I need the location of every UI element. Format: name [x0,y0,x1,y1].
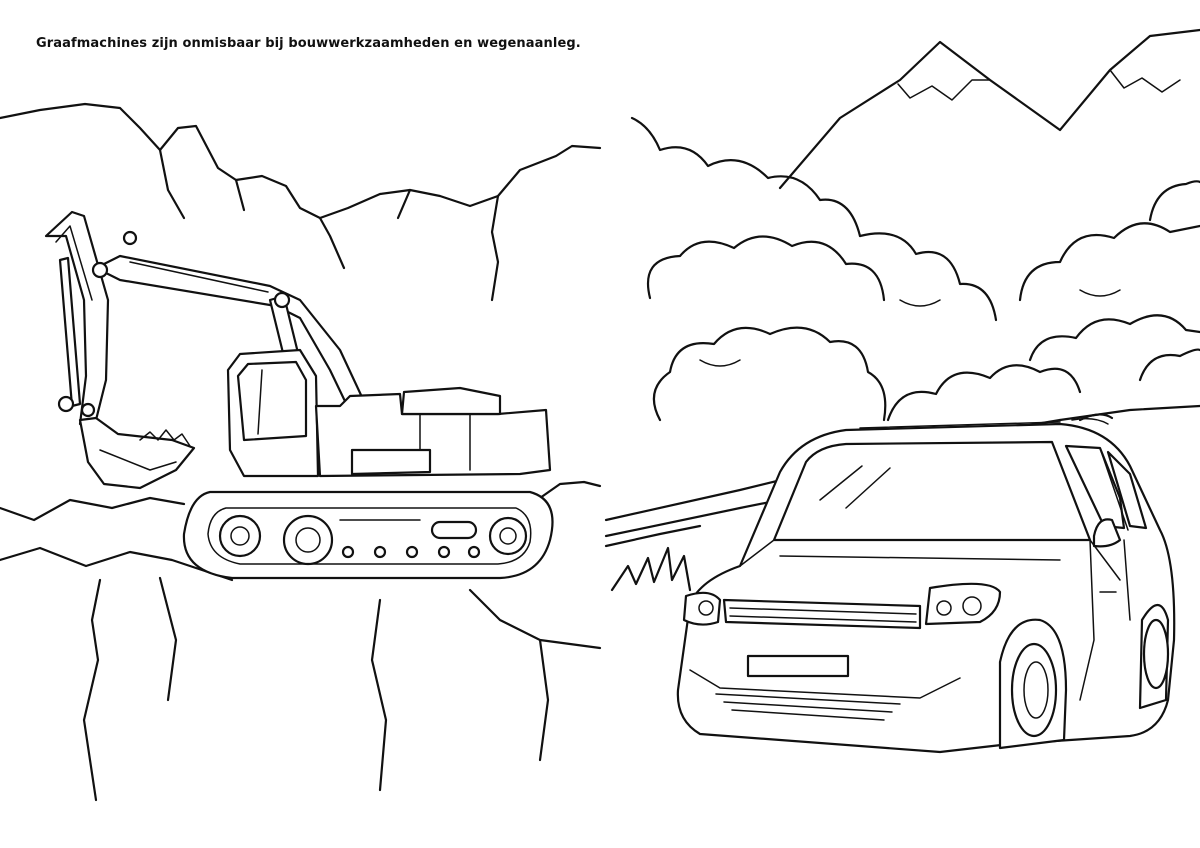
mountains [778,28,1200,190]
quarry-background [0,102,602,802]
car-drawing [676,417,1176,754]
excavator-drawing [44,210,554,580]
page-caption: Graafmachines zijn onmisbaar bij bouwwer… [36,36,581,51]
tree-line [630,116,1200,422]
